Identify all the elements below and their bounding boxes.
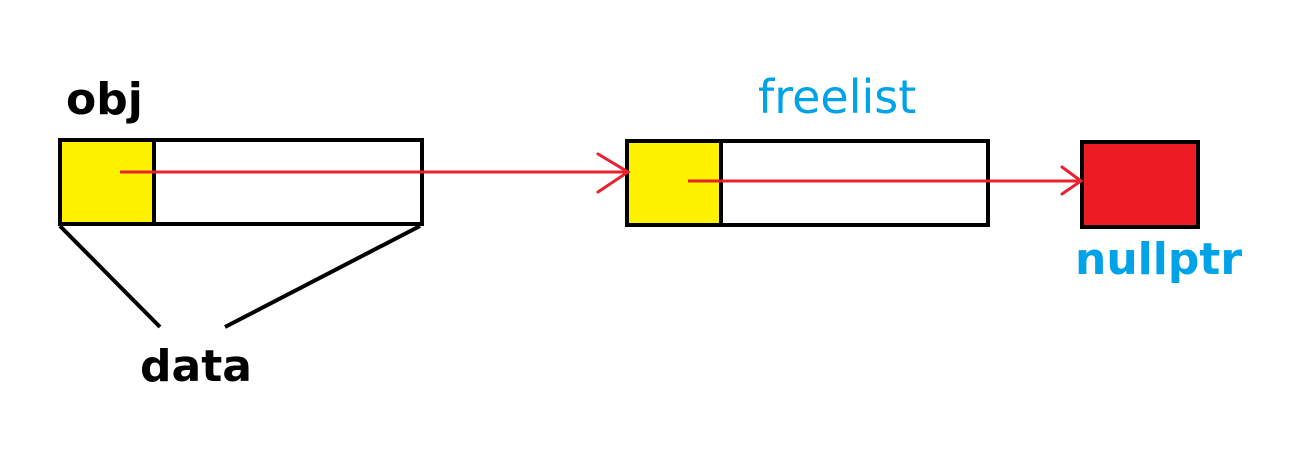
obj-node: [58, 138, 424, 226]
data-label: data: [140, 341, 252, 392]
data-bracket-right-line: [224, 224, 421, 329]
obj-next-pointer-cell: [58, 138, 156, 226]
data-bracket-left-line: [58, 224, 162, 329]
arrow-obj-to-freelist: [120, 152, 631, 194]
obj-label: obj: [66, 74, 143, 125]
nullptr-label: nullptr: [1075, 234, 1243, 285]
nullptr-block: [1080, 140, 1200, 229]
freelist-label: freelist: [758, 70, 917, 124]
arrow-freelist-to-nullptr: [688, 165, 1084, 196]
freelist-next-pointer-cell: [625, 139, 723, 227]
freelist-node: [625, 139, 990, 227]
